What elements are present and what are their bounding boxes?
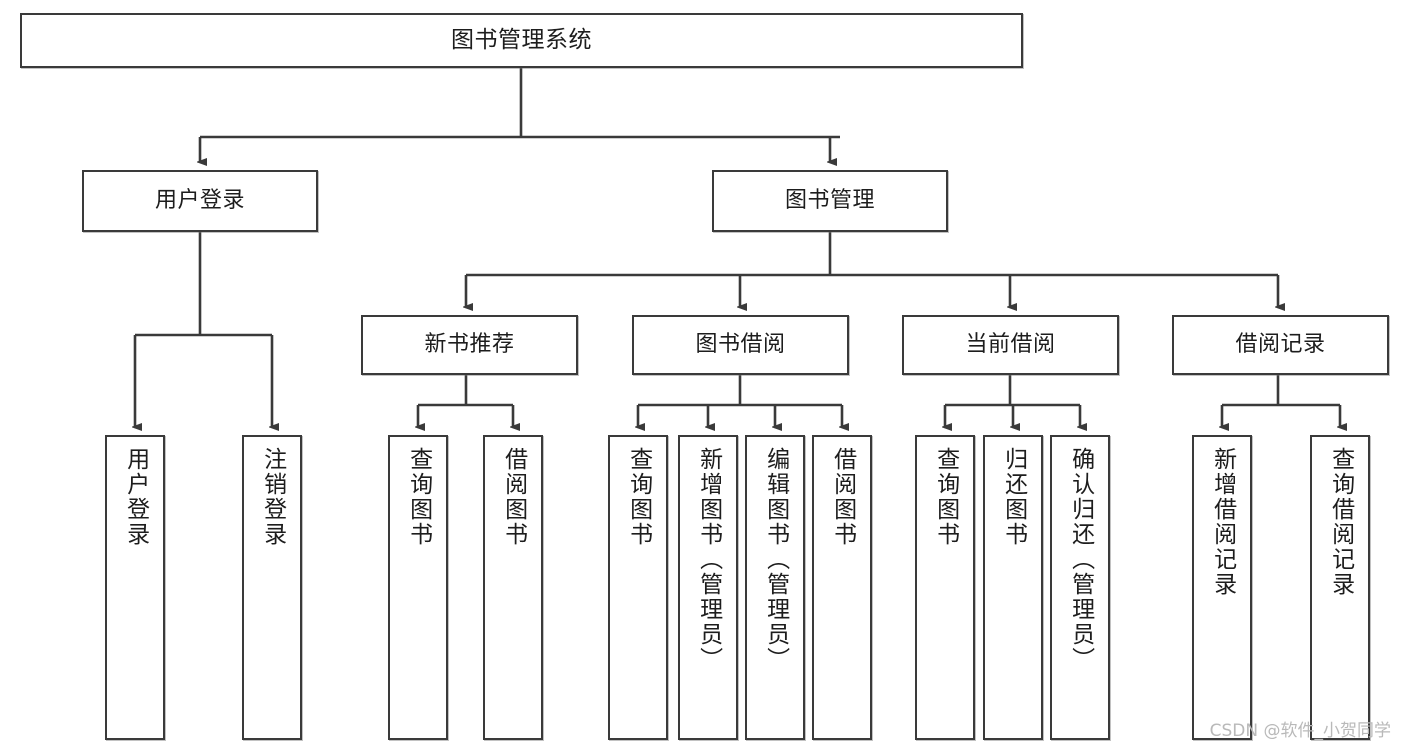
node-leaf-confirm-return-label: 确认归还（管理员） — [1067, 447, 1094, 672]
node-borrow-record[interactable]: 借阅记录 — [1172, 315, 1389, 375]
node-leaf-return-book-label: 归还图书 — [1000, 447, 1027, 547]
node-user-login-label: 用户登录 — [154, 187, 245, 213]
node-leaf-query-book-current[interactable]: 查询图书 — [915, 435, 975, 740]
node-book-borrow[interactable]: 图书借阅 — [632, 315, 849, 375]
node-leaf-edit-book-admin[interactable]: 编辑图书（管理员） — [745, 435, 805, 740]
node-leaf-user-login-label: 用户登录 — [122, 447, 149, 547]
node-new-book-recommend[interactable]: 新书推荐 — [361, 315, 578, 375]
node-leaf-query-book-borrow-label: 查询图书 — [625, 447, 652, 547]
watermark: CSDN @软件_小贺同学 — [1209, 721, 1391, 741]
node-book-manage-label: 图书管理 — [784, 187, 875, 213]
node-leaf-borrow-book-rec-label: 借阅图书 — [500, 447, 527, 547]
node-leaf-add-book-admin-label: 新增图书（管理员） — [695, 447, 722, 672]
node-leaf-edit-book-admin-label: 编辑图书（管理员） — [762, 447, 789, 672]
node-leaf-query-book-current-label: 查询图书 — [932, 447, 959, 547]
node-root-label: 图书管理系统 — [451, 26, 592, 53]
node-leaf-add-book-admin[interactable]: 新增图书（管理员） — [678, 435, 738, 740]
node-leaf-user-login[interactable]: 用户登录 — [105, 435, 165, 740]
node-borrow-record-label: 借阅记录 — [1235, 331, 1326, 357]
node-leaf-query-book-rec[interactable]: 查询图书 — [388, 435, 448, 740]
node-leaf-logout-login[interactable]: 注销登录 — [242, 435, 302, 740]
node-leaf-query-borrow-record[interactable]: 查询借阅记录 — [1310, 435, 1370, 740]
node-book-borrow-label: 图书借阅 — [695, 331, 786, 357]
node-current-borrow-label: 当前借阅 — [965, 331, 1056, 357]
node-current-borrow[interactable]: 当前借阅 — [902, 315, 1119, 375]
node-root[interactable]: 图书管理系统 — [20, 13, 1023, 68]
node-book-manage[interactable]: 图书管理 — [712, 170, 948, 232]
node-leaf-add-borrow-record[interactable]: 新增借阅记录 — [1192, 435, 1252, 740]
node-leaf-query-book-borrow[interactable]: 查询图书 — [608, 435, 668, 740]
node-leaf-add-borrow-record-label: 新增借阅记录 — [1209, 447, 1236, 597]
node-user-login[interactable]: 用户登录 — [82, 170, 318, 232]
node-leaf-return-book[interactable]: 归还图书 — [983, 435, 1043, 740]
node-leaf-borrow-book-rec[interactable]: 借阅图书 — [483, 435, 543, 740]
node-leaf-logout-login-label: 注销登录 — [259, 447, 286, 547]
node-leaf-query-book-rec-label: 查询图书 — [405, 447, 432, 547]
node-new-book-recommend-label: 新书推荐 — [424, 331, 515, 357]
node-leaf-query-borrow-record-label: 查询借阅记录 — [1327, 447, 1354, 597]
node-leaf-borrow-book-label: 借阅图书 — [829, 447, 856, 547]
node-leaf-borrow-book[interactable]: 借阅图书 — [812, 435, 872, 740]
node-leaf-confirm-return[interactable]: 确认归还（管理员） — [1050, 435, 1110, 740]
